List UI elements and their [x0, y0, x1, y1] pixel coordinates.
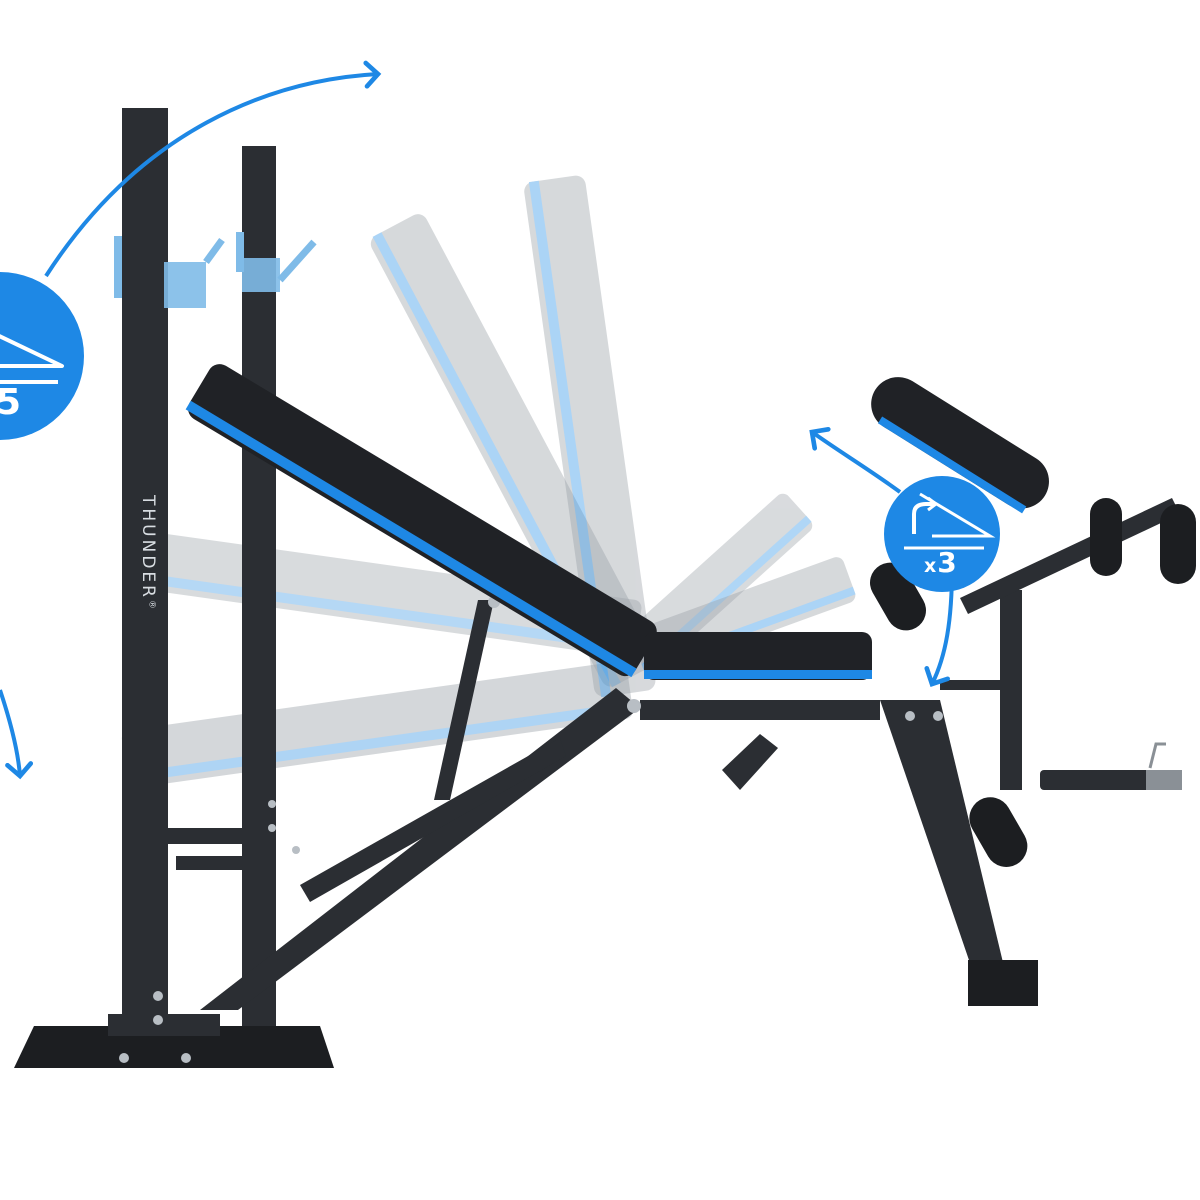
seat-pad [644, 632, 872, 680]
leg-extension-attachment [870, 498, 1196, 867]
badge-left-count: 5 [0, 382, 23, 423]
registered-mark: ® [146, 599, 157, 609]
arrow-up-left-icon [809, 426, 902, 494]
badge-right-count: x3 [924, 546, 957, 579]
barbell-catch-left [114, 236, 225, 308]
barbell-catch-right [236, 232, 317, 292]
incline-positions-badge-right [884, 476, 1000, 592]
preacher-curl-pad [871, 377, 1049, 514]
squat-rack [14, 108, 334, 1068]
incline-icon [0, 334, 64, 368]
bench-frame [200, 596, 1038, 1010]
incline-positions-badge-left [0, 272, 84, 440]
backrest-pad [185, 364, 657, 678]
brand-name: THUNDER [138, 495, 158, 600]
badge-right-value: 3 [937, 546, 957, 579]
rotate-icon [912, 502, 934, 534]
badge-right-prefix: x [924, 555, 937, 577]
arrow-down-icon [0, 689, 34, 780]
brand-logo-text: THUNDER® [138, 495, 158, 609]
arrow-up-right-icon [44, 60, 382, 278]
